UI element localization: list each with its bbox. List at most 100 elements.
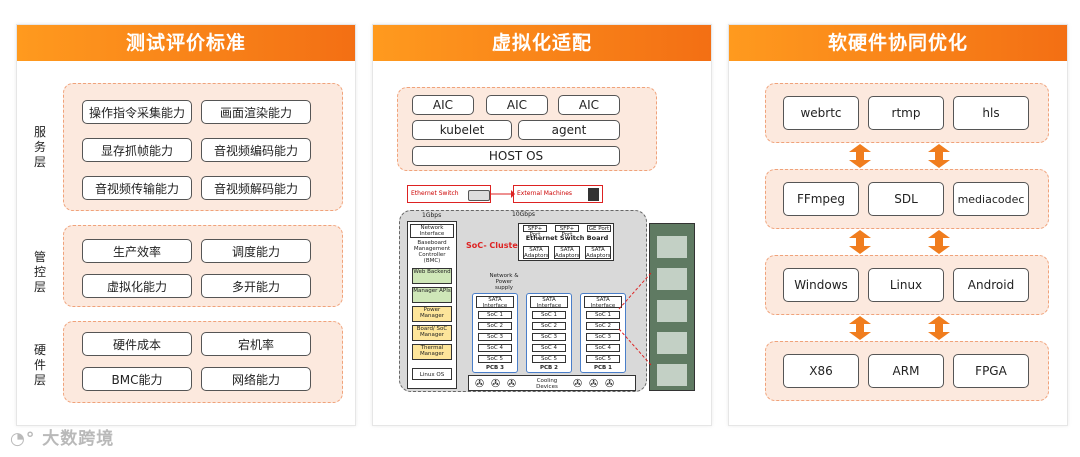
link-arrow-switch-to-machines <box>491 190 515 198</box>
pcb1-soc-5: SoC 5 <box>586 355 620 363</box>
ge-port: GE Port <box>587 225 611 232</box>
group-os: Windows Linux Android <box>765 255 1049 315</box>
pcb-3-board: SATA Interface SoC 1 SoC 2 SoC 3 SoC 4 S… <box>472 293 518 373</box>
group-service-layer: 操作指令采集能力 画面渲染能力 显存抓帧能力 音视频编码能力 音视频传输能力 音… <box>63 83 343 211</box>
layer-label-control: 管控层 <box>33 250 46 294</box>
panel-title-hw-sw-codesign: 软硬件协同优化 <box>729 25 1067 61</box>
watermark-text: 大数跨境 <box>42 429 115 449</box>
switch-device-icon <box>468 190 490 201</box>
item-av-decode: 音视频解码能力 <box>201 176 311 200</box>
item-efficiency: 生产效率 <box>82 239 192 263</box>
pcb1-soc-3: SoC 3 <box>586 333 620 341</box>
fan-icon: ✇ <box>491 377 501 390</box>
item-arm: ARM <box>868 354 944 388</box>
sata-adaptors-3: SATA Adaptors <box>585 246 611 259</box>
panel-hw-sw-codesign: 软硬件协同优化 webrtc rtmp hls FFmpeg SDL media… <box>728 24 1068 426</box>
bmc-column: Network Interface Baseboard Management C… <box>407 221 457 389</box>
bmc-power-manager: Power Manager <box>412 306 452 322</box>
double-arrow-icon <box>928 316 950 340</box>
speed-label-1g: 1Gbps <box>422 212 442 219</box>
item-linux: Linux <box>868 268 944 302</box>
item-windows: Windows <box>783 268 859 302</box>
layer-label-hardware: 硬件层 <box>33 343 46 387</box>
item-fpga: FPGA <box>953 354 1029 388</box>
panel-test-standards: 测试评价标准 服务层 操作指令采集能力 画面渲染能力 显存抓帧能力 音视频编码能… <box>16 24 356 426</box>
sata-adaptors-1: SATA Adaptors <box>523 246 549 259</box>
pcb2-soc-1: SoC 1 <box>532 311 566 319</box>
pcb1-label: PCB 1 <box>593 365 612 371</box>
item-av-encode: 音视频编码能力 <box>201 138 311 162</box>
kubelet-box: kubelet <box>412 120 512 140</box>
soc-module-image <box>657 268 687 290</box>
pcb3-label: PCB 3 <box>485 365 504 371</box>
pcb2-soc-3: SoC 3 <box>532 333 566 341</box>
item-network: 网络能力 <box>201 367 311 391</box>
soc-module-image <box>657 236 687 258</box>
pcb-1-board: SATA Interface SoC 1 SoC 2 SoC 3 SoC 4 S… <box>580 293 626 373</box>
group-host-stack: AIC AIC AIC kubelet agent HOST OS <box>397 87 657 171</box>
item-bmc: BMC能力 <box>82 367 192 391</box>
pcb1-soc-2: SoC 2 <box>586 322 620 330</box>
panel-title-test-standards: 测试评价标准 <box>17 25 355 61</box>
ethernet-switch-box: Ethernet Switch <box>407 185 491 203</box>
watermark-logo: ◔° 大数跨境 <box>10 424 114 449</box>
soc-module-image <box>657 332 687 354</box>
pcb2-soc-2: SoC 2 <box>532 322 566 330</box>
item-android: Android <box>953 268 1029 302</box>
item-scheduling: 调度能力 <box>201 239 311 263</box>
pcb2-soc-4: SoC 4 <box>532 344 566 352</box>
fan-icon: ✇ <box>589 377 599 390</box>
group-protocols: webrtc rtmp hls <box>765 83 1049 143</box>
network-interface-box: Network Interface <box>410 224 454 238</box>
item-mediacodec: mediacodec <box>953 182 1029 216</box>
double-arrow-icon <box>928 230 950 254</box>
layer-label-service: 服务层 <box>33 125 46 169</box>
item-webrtc: webrtc <box>783 96 859 130</box>
item-crash-rate: 宕机率 <box>201 332 311 356</box>
cooling-label: Cooling Devices <box>536 378 558 390</box>
item-framegrab: 显存抓帧能力 <box>82 138 192 162</box>
fan-icon: ✇ <box>605 377 615 390</box>
bmc-board-soc-manager: Board/ SoC Manager <box>412 325 452 341</box>
item-x86: X86 <box>783 354 859 388</box>
linux-os-box: Linux OS <box>412 368 452 380</box>
soc-module-image <box>657 300 687 322</box>
sfp-port-2: SFP+ Port <box>555 225 579 238</box>
network-power-label: Network & Power supply <box>489 273 519 291</box>
group-hardware-layer: 硬件成本 宕机率 BMC能力 网络能力 <box>63 321 343 403</box>
bmc-thermal-manager: Thermal Manager <box>412 344 452 360</box>
server-icon <box>588 188 599 201</box>
pcb3-sata-interface: SATA Interface <box>476 296 514 309</box>
pcb2-sata-interface: SATA Interface <box>530 296 568 309</box>
watermark-icon: ◔° <box>10 429 36 449</box>
pcb3-soc-5: SoC 5 <box>478 355 512 363</box>
bmc-title: Baseboard Management Controller (BMC) <box>413 240 451 264</box>
pcb3-soc-1: SoC 1 <box>478 311 512 319</box>
pcb1-sata-interface: SATA Interface <box>584 296 622 309</box>
soc-cluster-label: SoC- Cluster <box>466 241 522 250</box>
pcb3-soc-2: SoC 2 <box>478 322 512 330</box>
group-control-layer: 生产效率 调度能力 虚拟化能力 多开能力 <box>63 225 343 307</box>
bmc-manager-apis: Manager APIs <box>412 287 452 303</box>
item-sdl: SDL <box>868 182 944 216</box>
item-render: 画面渲染能力 <box>201 100 311 124</box>
item-hls: hls <box>953 96 1029 130</box>
pcb3-soc-3: SoC 3 <box>478 333 512 341</box>
sata-adaptors-2: SATA Adaptors <box>554 246 580 259</box>
item-multi-instance: 多开能力 <box>201 274 311 298</box>
fan-icon: ✇ <box>573 377 583 390</box>
bmc-web-backend: Web Backend <box>412 268 452 284</box>
speed-label-10g: 10Gbps <box>512 211 536 218</box>
pcb1-soc-4: SoC 4 <box>586 344 620 352</box>
fan-icon: ✇ <box>507 377 517 390</box>
switch-board-box: SFP+ Port SFP+ Port GE Port Ethernet Swi… <box>518 223 614 261</box>
double-arrow-icon <box>849 230 871 254</box>
host-os-box: HOST OS <box>412 146 620 166</box>
item-ffmpeg: FFmpeg <box>783 182 859 216</box>
double-arrow-icon <box>928 144 950 168</box>
photo-callout-lines <box>618 272 652 366</box>
external-machines-label: External Machines <box>517 190 573 197</box>
switch-board-label: Ethernet Switch Board <box>525 234 609 242</box>
double-arrow-icon <box>849 144 871 168</box>
fan-icon: ✇ <box>475 377 485 390</box>
